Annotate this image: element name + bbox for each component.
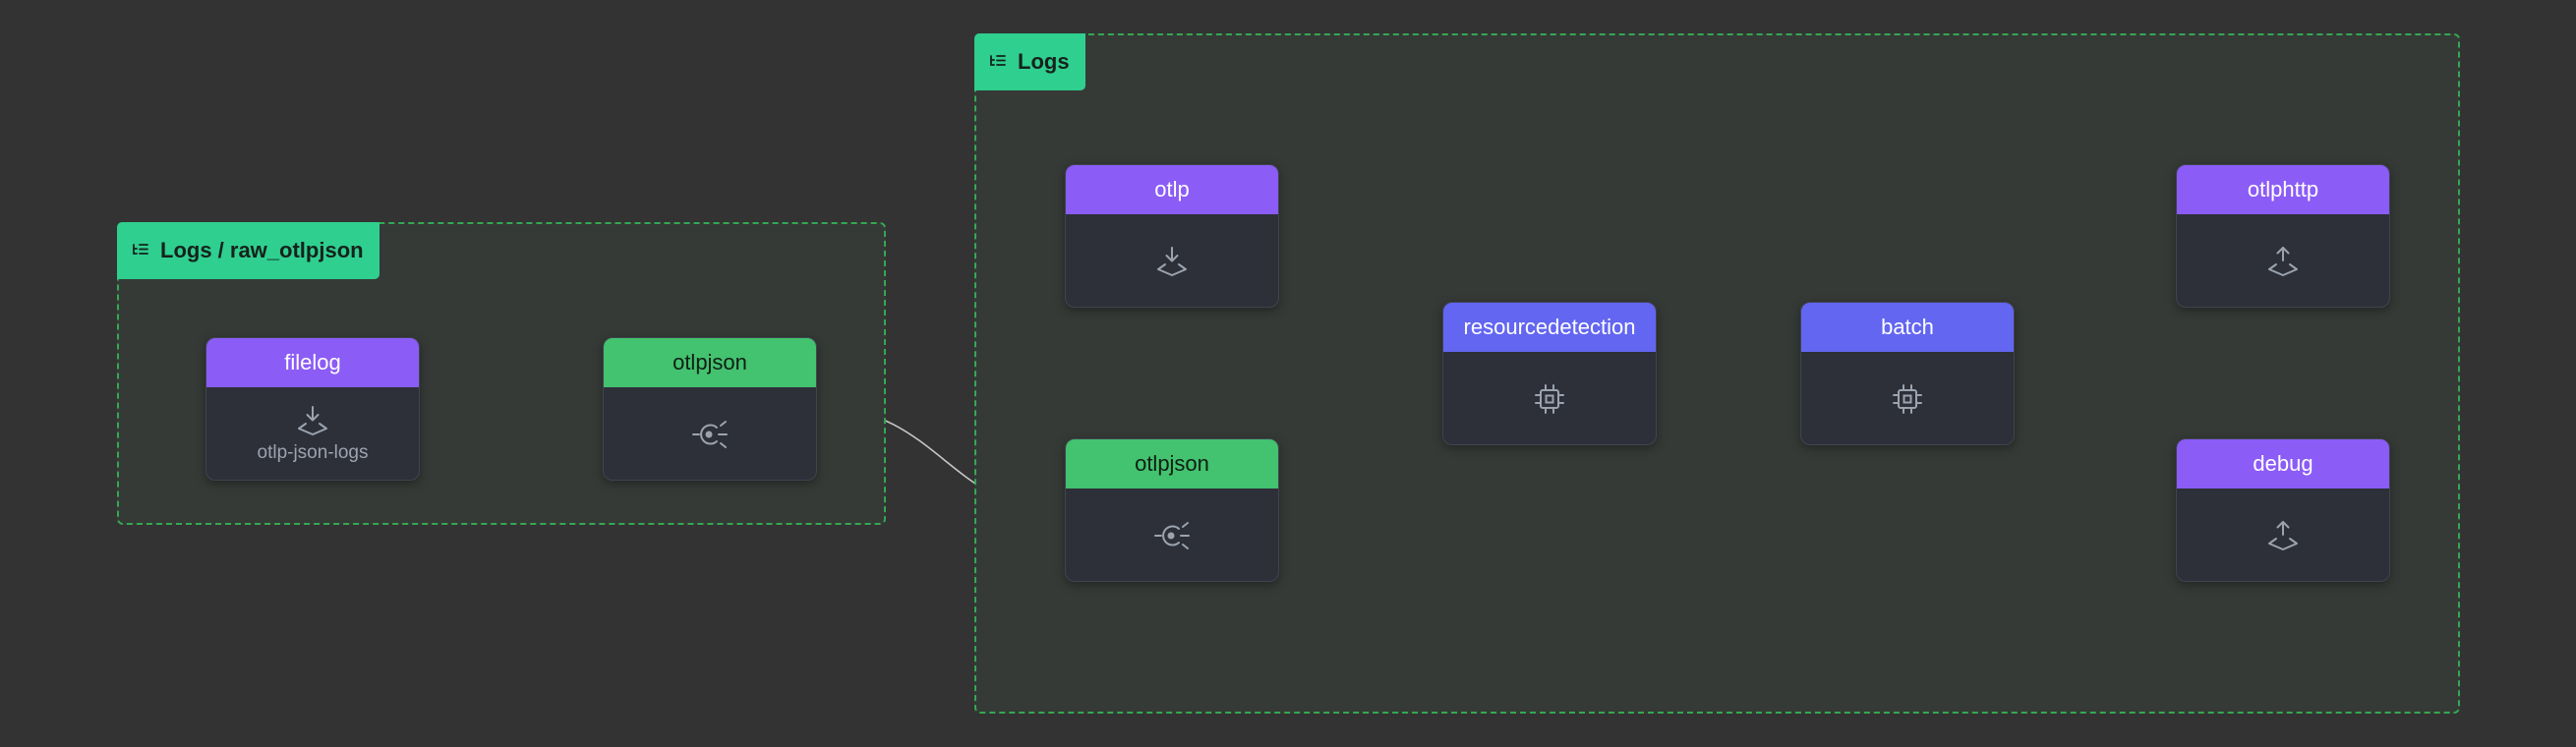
node-header: resourcedetection [1443, 303, 1656, 352]
node-body [1801, 352, 2014, 444]
node-debug-exporter[interactable]: debug [2176, 438, 2390, 582]
processor-icon [1892, 383, 1923, 415]
pipeline-group-logs: Logs [974, 33, 2460, 714]
receiver-icon [296, 405, 329, 436]
node-otlp-receiver[interactable]: otlp [1065, 164, 1279, 308]
exporter-icon [2266, 520, 2300, 551]
node-body [1066, 488, 1278, 581]
node-otlphttp-exporter[interactable]: otlphttp [2176, 164, 2390, 308]
processor-icon [1534, 383, 1565, 415]
node-subtitle: otlp-json-logs [257, 442, 369, 463]
node-header: batch [1801, 303, 2014, 352]
exporter-icon [2266, 246, 2300, 277]
pipeline-group-label[interactable]: Logs [974, 33, 1085, 90]
node-resourcedetection-processor[interactable]: resourcedetection [1442, 302, 1657, 445]
node-header: filelog [206, 338, 419, 387]
list-pipeline-icon [131, 241, 150, 260]
node-header: otlphttp [2177, 165, 2389, 214]
node-header: otlpjson [1066, 439, 1278, 488]
list-pipeline-icon [988, 52, 1008, 72]
node-otlpjson-connector-out[interactable]: otlpjson [603, 337, 817, 481]
node-header: otlp [1066, 165, 1278, 214]
node-body [2177, 488, 2389, 581]
pipeline-group-label[interactable]: Logs / raw_otlpjson [117, 222, 380, 279]
node-batch-processor[interactable]: batch [1800, 302, 2015, 445]
node-filelog-receiver[interactable]: filelog otlp-json-logs [205, 337, 420, 481]
connector-icon [691, 420, 729, 449]
pipeline-group-title: Logs [1018, 49, 1070, 74]
pipeline-group-title: Logs / raw_otlpjson [160, 238, 364, 262]
connector-icon [1153, 521, 1191, 550]
receiver-icon [1155, 246, 1189, 277]
node-body [2177, 214, 2389, 307]
node-body [604, 387, 816, 480]
node-header: otlpjson [604, 338, 816, 387]
node-header: debug [2177, 439, 2389, 488]
node-otlpjson-connector-in[interactable]: otlpjson [1065, 438, 1279, 582]
node-body [1066, 214, 1278, 307]
node-body: otlp-json-logs [206, 387, 419, 480]
node-body [1443, 352, 1656, 444]
